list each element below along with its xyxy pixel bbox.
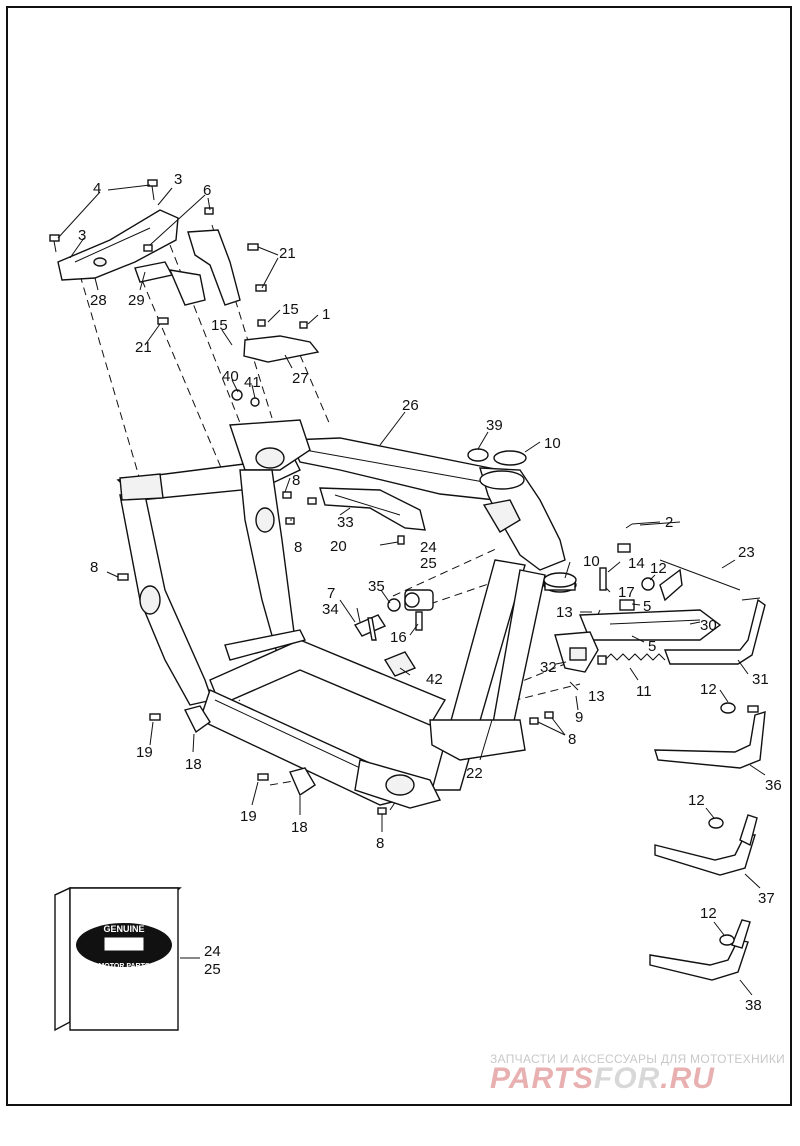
callout-30: 30 xyxy=(700,617,717,634)
callout-15-right: 15 xyxy=(282,301,299,318)
watermark-brand-part-b: FOR xyxy=(593,1062,661,1095)
rear-fender-brackets xyxy=(49,179,267,325)
callout-31: 31 xyxy=(752,671,769,688)
ignition-bracket xyxy=(307,487,426,531)
callout-12-38: 12 xyxy=(700,905,717,922)
ignition-switch-assembly xyxy=(353,589,434,677)
callout-6: 6 xyxy=(203,182,211,199)
diagram-frame xyxy=(6,6,792,1106)
callout-3-left: 3 xyxy=(78,227,86,244)
callout-19-right: 19 xyxy=(240,808,257,825)
callout-32: 32 xyxy=(540,659,557,676)
callout-25: 25 xyxy=(420,555,437,572)
watermark-caption: ЗАПЧАСТИ И АКСЕССУАРЫ ДЛЯ МОТОТЕХНИКИ xyxy=(490,1052,786,1066)
callout-10-top: 10 xyxy=(544,435,561,452)
callout-22: 22 xyxy=(466,765,483,782)
callout-24: 24 xyxy=(420,539,437,556)
callout-8-right: 8 xyxy=(568,731,576,748)
callout-11: 11 xyxy=(636,683,652,700)
callout-15-left: 15 xyxy=(211,317,228,334)
callout-39: 39 xyxy=(486,417,503,434)
callout-16: 16 xyxy=(390,629,407,646)
callout-5-upper: 5 xyxy=(643,598,651,615)
callout-19-left: 19 xyxy=(136,744,153,761)
callout-8-mid: 8 xyxy=(294,539,302,556)
callout-28: 28 xyxy=(90,292,107,309)
callout-24-box: 24 xyxy=(204,943,221,960)
callout-7: 7 xyxy=(327,585,335,602)
watermark-brand: PARTSFOR.RU xyxy=(490,1062,715,1096)
callout-8-bottom: 8 xyxy=(376,835,384,852)
kickstand-variant-36 xyxy=(654,702,766,769)
kickstand-variant-37 xyxy=(654,814,758,876)
callout-5-lower: 5 xyxy=(648,638,656,655)
callout-20: 20 xyxy=(330,538,347,555)
callout-29: 29 xyxy=(128,292,145,309)
callout-25-box: 25 xyxy=(204,961,221,978)
jiffy-stand-assembly xyxy=(554,543,766,673)
callout-41: 41 xyxy=(244,374,261,391)
kickstand-variant-38 xyxy=(649,919,751,981)
callout-8-left: 8 xyxy=(90,559,98,576)
bolt-icon xyxy=(49,179,267,325)
callout-14: 14 xyxy=(628,555,645,572)
callout-33: 33 xyxy=(337,514,354,531)
callout-4: 4 xyxy=(93,180,101,197)
callout-9: 9 xyxy=(575,709,583,726)
callout-18-left: 18 xyxy=(185,756,202,773)
genuine-parts-box: GENUINE MOTOR PARTS xyxy=(54,886,200,1032)
callout-3-top: 3 xyxy=(174,171,182,188)
callout-26: 26 xyxy=(402,397,419,414)
callout-13-lower: 13 xyxy=(588,688,605,705)
watermark-brand-part-a: PARTS xyxy=(490,1062,594,1095)
logo-bottom-text: MOTOR PARTS xyxy=(98,963,149,970)
watermark-brand-part-c: .RU xyxy=(660,1062,715,1095)
callout-37: 37 xyxy=(758,890,775,907)
callout-labels: 4 3 6 3 21 28 29 21 15 1 15 27 40 41 26 … xyxy=(78,171,782,1014)
callout-13-upper: 13 xyxy=(556,604,573,621)
callout-leader-lines xyxy=(57,184,766,996)
cable-clamps xyxy=(117,491,554,815)
motorcycle-frame xyxy=(116,419,566,809)
callout-12-37: 12 xyxy=(688,792,705,809)
callout-21-top: 21 xyxy=(279,245,296,262)
callout-17: 17 xyxy=(618,584,635,601)
callout-42: 42 xyxy=(426,671,443,688)
seat-bracket-plate xyxy=(231,319,320,407)
callout-34: 34 xyxy=(322,601,339,618)
callout-1: 1 xyxy=(322,306,330,323)
callout-27: 27 xyxy=(292,370,309,387)
callout-8-upper: 8 xyxy=(292,472,300,489)
callout-10-mid: 10 xyxy=(583,553,600,570)
callout-18-right: 18 xyxy=(291,819,308,836)
callout-12-36: 12 xyxy=(700,681,717,698)
callout-38: 38 xyxy=(745,997,762,1014)
callout-12-upper: 12 xyxy=(650,560,667,577)
callout-23: 23 xyxy=(738,544,755,561)
logo-top-text: GENUINE xyxy=(103,924,144,934)
callout-21-bottom: 21 xyxy=(135,339,152,356)
callout-2: 2 xyxy=(665,514,673,531)
callout-40: 40 xyxy=(222,368,239,385)
steering-head-bearings xyxy=(467,448,577,593)
callout-35: 35 xyxy=(368,578,385,595)
callout-36: 36 xyxy=(765,777,782,794)
